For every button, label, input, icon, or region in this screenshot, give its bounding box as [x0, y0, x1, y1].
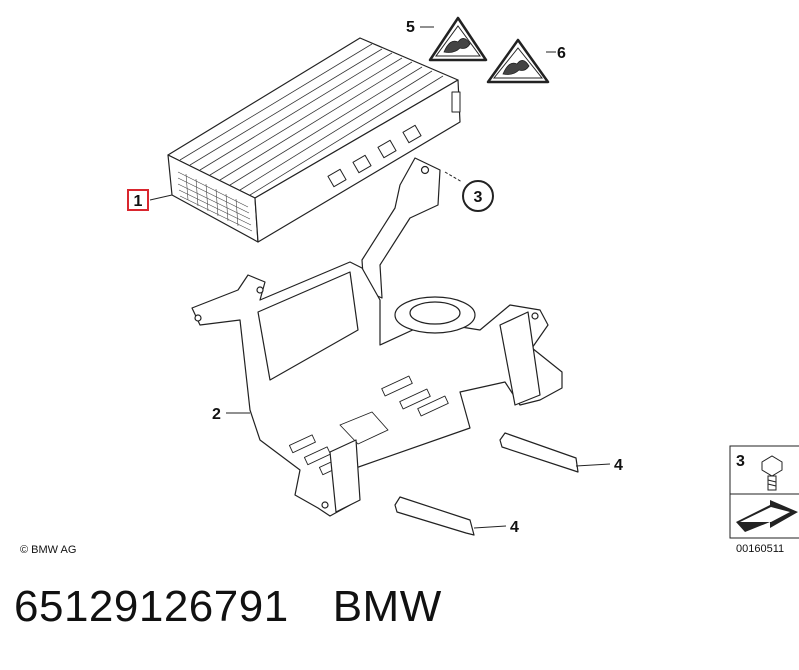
callout-5[interactable]: 5	[406, 19, 415, 36]
amplifier-unit[interactable]	[167, 37, 461, 243]
warning-label-6[interactable]	[486, 38, 550, 84]
callout-6-label: 6	[557, 45, 566, 62]
bolt-icon	[761, 455, 783, 491]
footer-caption: 65129126791 BMW	[14, 582, 442, 632]
strap-lower[interactable]	[394, 496, 475, 536]
callout-4-lower[interactable]: 4	[510, 519, 519, 536]
legend-code: 00160511	[736, 543, 784, 555]
callout-4-upper[interactable]: 4	[614, 457, 623, 474]
callout-4b-label: 4	[510, 519, 519, 536]
callout-1-label: 1	[134, 193, 143, 210]
callout-5-label: 5	[406, 19, 415, 36]
callout-3-label: 3	[474, 189, 483, 206]
callout-3[interactable]: 3	[462, 180, 494, 212]
arrow-icon	[736, 500, 798, 532]
leader-lines	[149, 26, 611, 529]
mounting-bracket[interactable]	[191, 157, 563, 517]
legend-box: 3 00160511	[729, 445, 799, 555]
part-number: 65129126791	[14, 582, 289, 631]
brand-name: BMW	[332, 582, 442, 631]
warning-label-5[interactable]	[428, 16, 488, 62]
legend-number: 3	[736, 453, 745, 470]
copyright-text: © BMW AG	[20, 544, 76, 556]
callout-6[interactable]: 6	[557, 45, 566, 62]
callout-2[interactable]: 2	[212, 406, 221, 423]
callout-1[interactable]: 1	[127, 189, 149, 211]
callout-2-label: 2	[212, 406, 221, 423]
callout-4a-label: 4	[614, 457, 623, 474]
strap-upper[interactable]	[499, 432, 579, 473]
